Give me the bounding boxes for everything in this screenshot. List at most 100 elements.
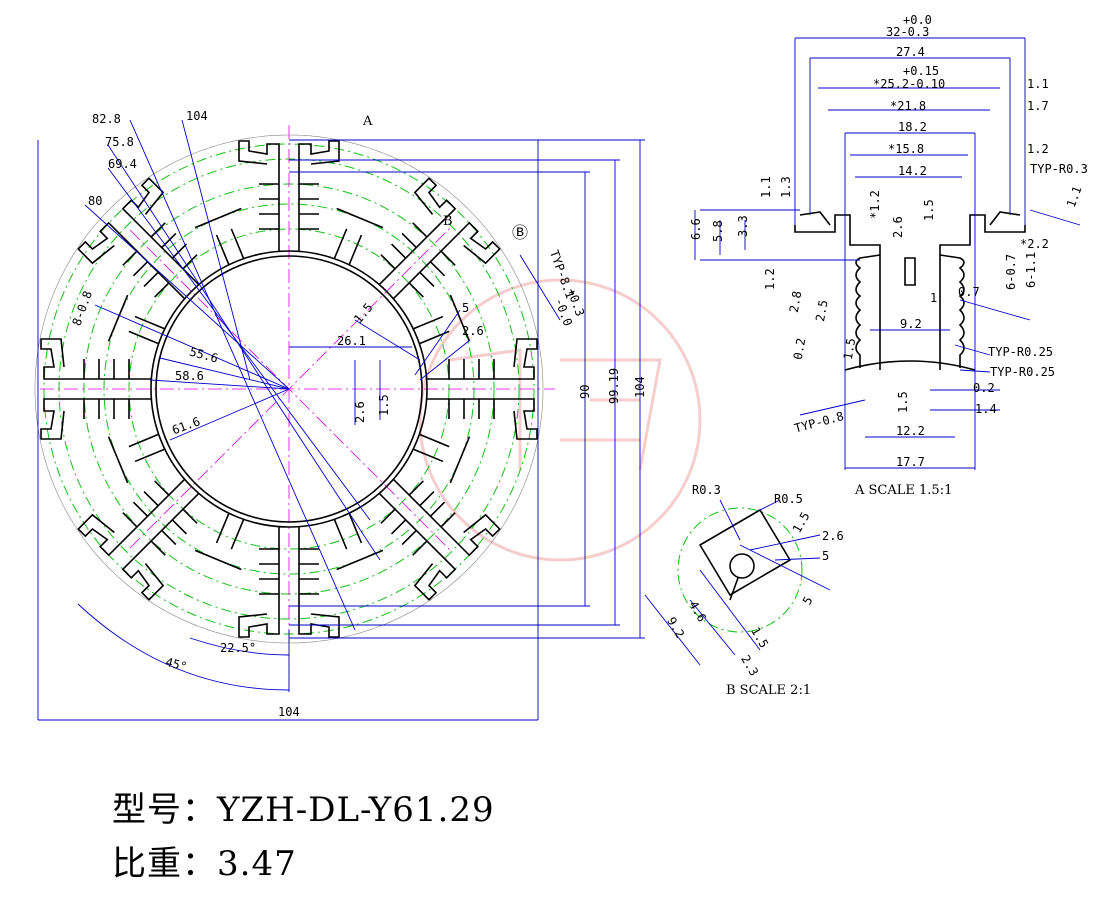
watermark-logo [418, 278, 702, 562]
detail-b-caption: B SCALE 2:1 [726, 683, 811, 698]
svg-text:80: 80 [88, 194, 102, 208]
svg-text:82.8: 82.8 [92, 112, 121, 126]
fin-profile [378, 177, 501, 300]
fin-slot [107, 294, 165, 345]
fin-slot [333, 207, 384, 265]
model-label: 型号： [112, 790, 217, 830]
svg-text:17.7: 17.7 [896, 455, 925, 469]
svg-text:1.2: 1.2 [763, 268, 777, 290]
svg-text:61.6: 61.6 [170, 414, 202, 437]
fin-slot [107, 433, 165, 484]
svg-text:1.1: 1.1 [1027, 77, 1049, 91]
specific-gravity: 比重：3.47 [112, 836, 297, 885]
svg-text:2.6: 2.6 [891, 216, 905, 238]
fin-group [194, 513, 340, 638]
detail-a-caption: A SCALE 1.5:1 [854, 483, 952, 498]
svg-text:6-0.7: 6-0.7 [1004, 254, 1018, 290]
fin-group [77, 433, 200, 601]
fin-group [40, 294, 165, 440]
fin-group [77, 177, 245, 300]
svg-text:22.5°: 22.5° [220, 641, 256, 655]
fin-profile [378, 478, 501, 601]
svg-text:R0.5: R0.5 [774, 492, 803, 506]
fin-slot [194, 513, 245, 571]
svg-text:1.5: 1.5 [790, 510, 813, 536]
svg-text:99.19: 99.19 [607, 368, 621, 404]
svg-text:5: 5 [462, 301, 469, 315]
fin-profile [238, 527, 340, 638]
fin-profile [77, 478, 200, 601]
svg-text:*2.2: *2.2 [1020, 237, 1049, 251]
svg-text:55.6: 55.6 [188, 345, 220, 366]
svg-text:9.2: 9.2 [664, 615, 687, 641]
svg-text:1.3: 1.3 [779, 176, 793, 198]
heatsink-fins [40, 140, 538, 638]
svg-text:1.5: 1.5 [896, 391, 910, 413]
svg-text:75.8: 75.8 [105, 135, 134, 149]
svg-text:0.2: 0.2 [791, 337, 809, 361]
svg-text:1.5: 1.5 [841, 337, 859, 361]
svg-text:+0.15: +0.15 [903, 64, 939, 78]
fin-profile [40, 338, 151, 440]
fin-group [333, 478, 501, 601]
fin-profile [427, 338, 538, 440]
svg-text:6-1.1: 6-1.1 [1024, 252, 1038, 288]
svg-text:0.7: 0.7 [958, 285, 980, 299]
svg-text:*1.2: *1.2 [868, 190, 882, 219]
svg-text:TYP-R0.25: TYP-R0.25 [988, 345, 1053, 359]
svg-text:18.2: 18.2 [898, 120, 927, 134]
svg-text:1.1: 1.1 [1064, 184, 1085, 209]
svg-text:+0.0: +0.0 [903, 13, 932, 27]
main-view [34, 119, 645, 721]
fin-group [378, 177, 501, 345]
svg-text:1.5: 1.5 [748, 625, 771, 651]
svg-text:58.6: 58.6 [175, 369, 204, 383]
svg-text:TYP-R0.25: TYP-R0.25 [990, 365, 1055, 379]
fin-group [413, 338, 538, 484]
fin-profile [238, 140, 340, 251]
svg-text:2.8: 2.8 [787, 290, 805, 314]
svg-text:2.3: 2.3 [738, 653, 761, 679]
svg-text:90: 90 [578, 385, 592, 399]
svg-text:1.5: 1.5 [922, 199, 936, 221]
model-number: 型号：YZH-DL-Y61.29 [112, 782, 495, 831]
svg-text:32-0.3: 32-0.3 [886, 25, 929, 39]
svg-text:45°: 45° [164, 655, 189, 674]
svg-text:2.6: 2.6 [822, 529, 844, 543]
model-value: YZH-DL-Y61.29 [217, 790, 495, 830]
fin-slot [333, 513, 384, 571]
svg-text:26.1: 26.1 [337, 334, 366, 348]
section-marker-b: B [443, 214, 453, 229]
svg-text:1.5: 1.5 [377, 394, 391, 416]
svg-text:5: 5 [822, 549, 829, 563]
svg-text:*15.8: *15.8 [888, 142, 924, 156]
density-value: 3.47 [217, 844, 297, 884]
svg-text:104: 104 [278, 705, 300, 719]
svg-text:69.4: 69.4 [108, 157, 137, 171]
detail-b-labels: R0.3 R0.5 1.5 2.6 5 4.6 9.2 1.5 5 2.3 B … [664, 483, 843, 698]
svg-text:1.4: 1.4 [975, 402, 997, 416]
svg-text:27.4: 27.4 [896, 45, 925, 59]
svg-text:1.1: 1.1 [759, 176, 773, 198]
svg-text:4.6: 4.6 [686, 599, 709, 625]
detail-b-view [644, 499, 831, 666]
detail-a-view [694, 37, 1081, 470]
svg-text:TYP-R0.3: TYP-R0.3 [1030, 162, 1088, 176]
svg-text:R0.3: R0.3 [692, 483, 721, 497]
svg-text:5.8: 5.8 [711, 220, 725, 242]
fin-slot [413, 433, 471, 484]
svg-text:5: 5 [800, 594, 816, 607]
svg-text:9.2: 9.2 [900, 317, 922, 331]
section-marker-a: A [362, 114, 373, 129]
svg-text:*25.2-0.10: *25.2-0.10 [873, 77, 945, 91]
density-label: 比重： [112, 844, 217, 884]
svg-text:0.2: 0.2 [973, 381, 995, 395]
circle-b-marker: Ⓑ [512, 223, 528, 242]
svg-text:1: 1 [930, 291, 937, 305]
svg-text:12.2: 12.2 [896, 424, 925, 438]
svg-text:*21.8: *21.8 [890, 99, 926, 113]
svg-text:TYP-0.8: TYP-0.8 [793, 409, 845, 436]
svg-text:1.5: 1.5 [351, 300, 376, 326]
svg-text:104: 104 [633, 376, 647, 398]
